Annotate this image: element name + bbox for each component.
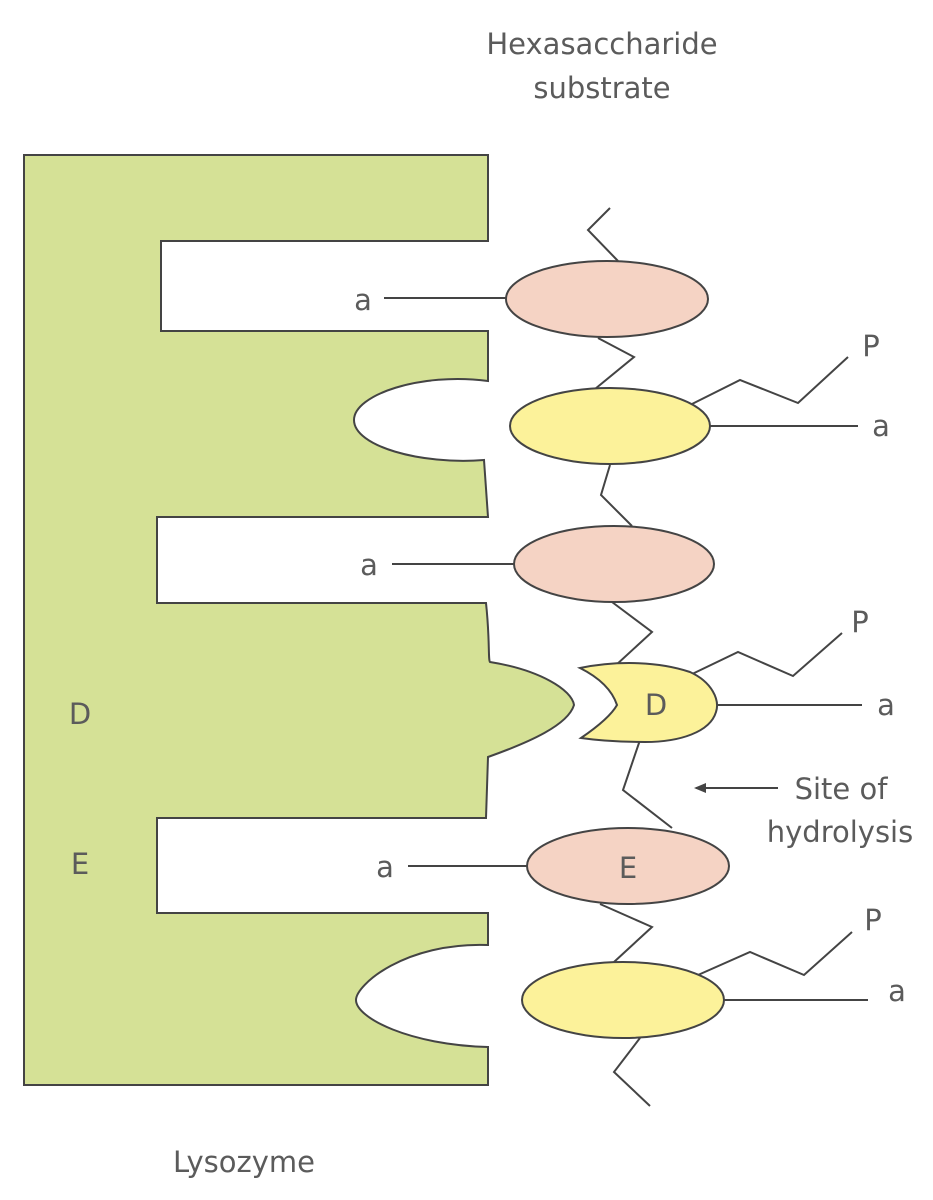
sugar-3-a-label: a <box>360 548 378 582</box>
linkage-5-6 <box>600 904 652 962</box>
linkage-3-4 <box>612 602 652 666</box>
chain-terminal-bottom <box>614 1038 650 1106</box>
glycosidic-bond-hydrolysis <box>623 740 672 828</box>
hydrolysis-label-line1: Site of <box>795 772 889 806</box>
sugar-unit-6 <box>522 962 724 1038</box>
substrate-title-line1: Hexasaccharide <box>486 27 717 61</box>
sugar-4-p-label: P <box>851 605 869 639</box>
sugar-4-p-bond <box>688 633 842 676</box>
sugar-2-a-label: a <box>872 409 890 443</box>
sugar-5-inner-label: E <box>619 851 637 885</box>
substrate-title-line2: substrate <box>533 71 670 105</box>
sugar-unit-3 <box>514 526 714 602</box>
sugar-unit-2 <box>510 388 710 464</box>
chain-terminal-top <box>588 208 618 261</box>
lysozyme-enzyme-body <box>24 155 574 1085</box>
sugar-6-p-bond <box>698 932 852 975</box>
linkage-2-3 <box>601 465 632 526</box>
hydrolysis-label-line2: hydrolysis <box>767 815 913 849</box>
sugar-2-p-label: P <box>862 329 880 363</box>
sugar-2-p-bond <box>692 357 848 404</box>
sugar-5-a-label: a <box>376 850 394 884</box>
enzyme-label: Lysozyme <box>173 1145 315 1179</box>
sugar-4-a-label: a <box>877 688 895 722</box>
sugar-6-p-label: P <box>864 903 882 937</box>
sugar-6-a-label: a <box>888 974 906 1008</box>
enzyme-site-e-label: E <box>71 847 89 881</box>
linkage-1-2 <box>595 338 634 389</box>
sugar-1-a-label: a <box>354 283 372 317</box>
enzyme-site-d-label: D <box>69 697 91 731</box>
sugar-4-inner-label: D <box>645 688 667 722</box>
sugar-unit-1 <box>506 261 708 337</box>
